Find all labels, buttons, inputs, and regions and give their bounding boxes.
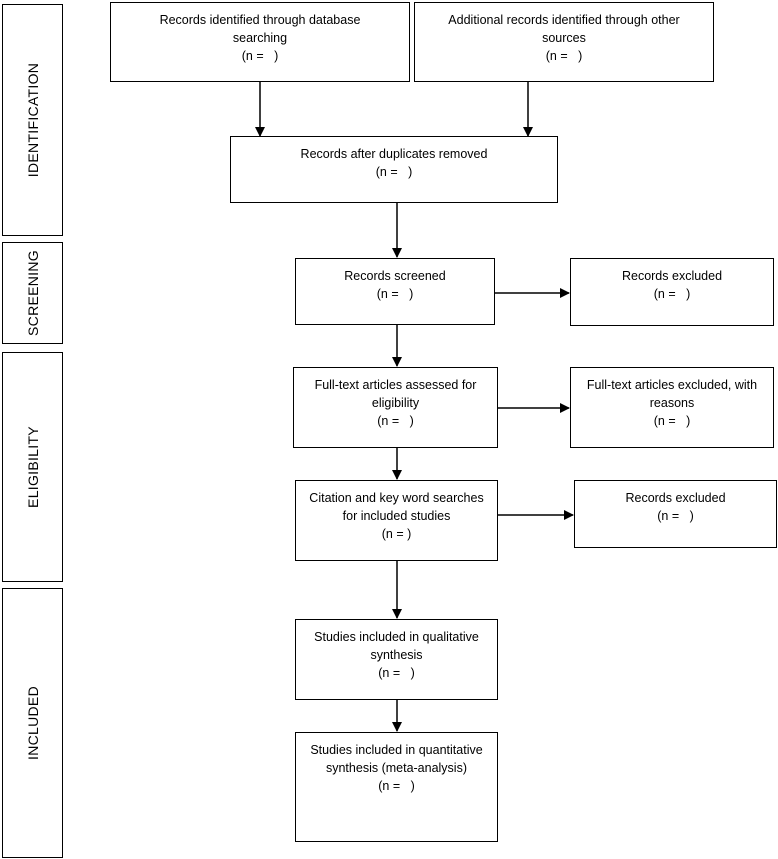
box-records-screened-line1: Records screened xyxy=(344,269,446,283)
box-citation-searches-line1: Citation and key word searches xyxy=(309,491,484,505)
box-fulltext-excluded-count: (n = ) xyxy=(653,414,691,428)
box-citation-excluded: Records excluded (n = ) xyxy=(574,480,777,548)
box-quantitative-synthesis: Studies included in quantitative synthes… xyxy=(295,732,498,842)
box-quantitative-synthesis-line2: synthesis (meta-analysis) xyxy=(325,761,467,775)
box-other-source-records-count: (n = ) xyxy=(545,49,583,63)
box-fulltext-assessed: Full-text articles assessed for eligibil… xyxy=(293,367,498,448)
box-screening-excluded: Records excluded (n = ) xyxy=(570,258,774,326)
box-database-records-count: (n = ) xyxy=(241,49,279,63)
box-screening-excluded-count: (n = ) xyxy=(653,287,691,301)
box-quantitative-synthesis-line1: Studies included in quantitative xyxy=(310,743,483,757)
box-fulltext-assessed-line1: Full-text articles assessed for xyxy=(314,378,477,392)
box-qualitative-synthesis-line2: synthesis xyxy=(370,648,423,662)
box-other-source-records-line1: Additional records identified through ot… xyxy=(448,13,680,27)
box-fulltext-assessed-count: (n = ) xyxy=(377,414,414,428)
box-database-records: Records identified through database sear… xyxy=(110,2,410,82)
stage-included: INCLUDED xyxy=(2,588,63,858)
stage-eligibility: ELIGIBILITY xyxy=(2,352,63,582)
box-fulltext-excluded-line1: Full-text articles excluded, with xyxy=(586,378,758,392)
box-records-screened-count: (n = ) xyxy=(376,287,414,301)
box-other-source-records: Additional records identified through ot… xyxy=(414,2,714,82)
box-duplicates-removed-line1: Records after duplicates removed xyxy=(300,147,488,161)
box-fulltext-excluded: Full-text articles excluded, with reason… xyxy=(570,367,774,448)
box-duplicates-removed: Records after duplicates removed (n = ) xyxy=(230,136,558,203)
box-fulltext-excluded-line2: reasons xyxy=(649,396,695,410)
box-qualitative-synthesis: Studies included in qualitative synthesi… xyxy=(295,619,498,700)
box-citation-searches-count: (n = ) xyxy=(381,527,412,541)
box-quantitative-synthesis-count: (n = ) xyxy=(378,779,415,793)
box-screening-excluded-line1: Records excluded xyxy=(621,269,723,283)
box-citation-excluded-line1: Records excluded xyxy=(625,491,726,505)
box-citation-searches-line2: for included studies xyxy=(342,509,451,523)
box-qualitative-synthesis-line1: Studies included in qualitative xyxy=(314,630,479,644)
stage-screening: SCREENING xyxy=(2,242,63,344)
stage-identification: IDENTIFICATION xyxy=(2,4,63,236)
box-citation-searches: Citation and key word searches for inclu… xyxy=(295,480,498,561)
box-other-source-records-line2: sources xyxy=(542,31,586,45)
box-records-screened: Records screened (n = ) xyxy=(295,258,495,325)
box-qualitative-synthesis-count: (n = ) xyxy=(378,666,415,680)
box-duplicates-removed-count: (n = ) xyxy=(375,165,413,179)
box-citation-excluded-count: (n = ) xyxy=(657,509,694,523)
box-database-records-line1: Records identified through database xyxy=(159,13,361,27)
box-fulltext-assessed-line2: eligibility xyxy=(371,396,420,410)
box-database-records-line2: searching xyxy=(232,31,288,45)
